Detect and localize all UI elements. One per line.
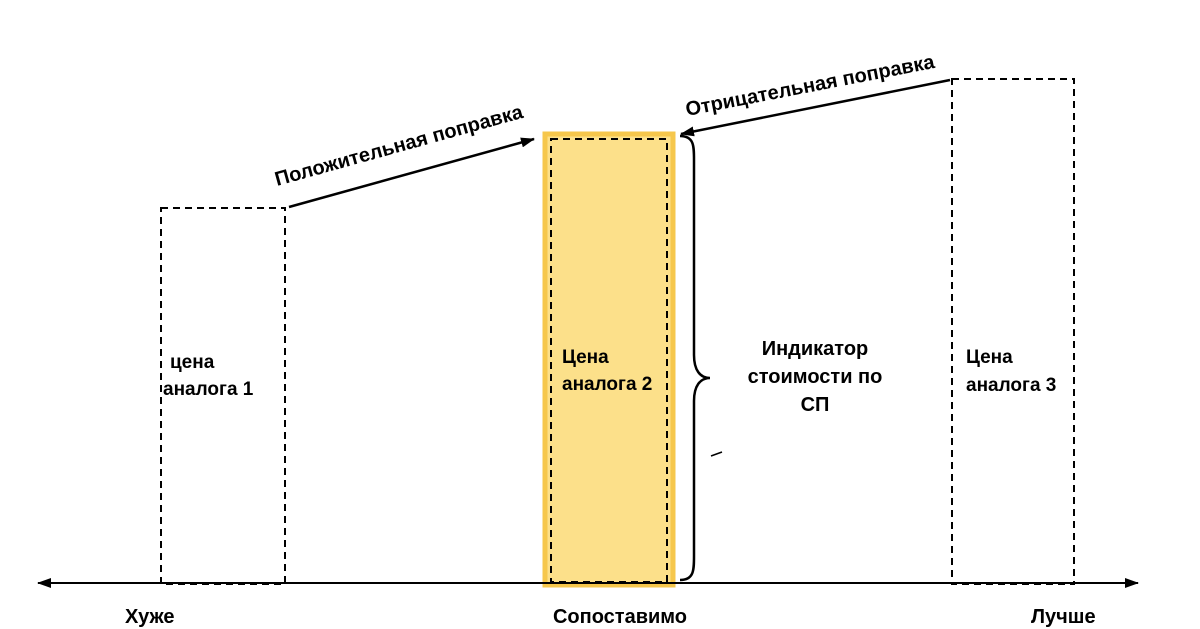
analog-3-label-line1: Цена bbox=[966, 347, 1013, 368]
indicator-label-line2: стоимости по bbox=[748, 366, 883, 388]
axis-label-comparable: Сопоставимо bbox=[553, 606, 687, 628]
axis-label-worse: Хуже bbox=[125, 606, 174, 628]
analog-3-box bbox=[951, 78, 1075, 585]
analog-1-label-line1: цена bbox=[170, 352, 215, 373]
negative-adjustment-arrow bbox=[680, 78, 951, 137]
analog-1-label-line2: аналога 1 bbox=[163, 379, 254, 400]
positive-adjustment-arrow bbox=[288, 137, 535, 209]
indicator-label-line3: СП bbox=[801, 394, 830, 416]
axis-label-better: Лучше bbox=[1031, 606, 1096, 628]
analog-3-label-line2: аналога 3 bbox=[966, 375, 1056, 396]
analog-2-label-line1: Цена bbox=[562, 347, 609, 368]
indicator-label-line1: Индикатор bbox=[762, 338, 869, 360]
stray-mark bbox=[710, 451, 723, 457]
analog-2-highlight bbox=[542, 131, 676, 588]
analog-2-label-line2: аналога 2 bbox=[562, 374, 652, 395]
indicator-brace bbox=[679, 134, 711, 582]
negative-adjustment-label: Отрицательная поправка bbox=[684, 51, 937, 121]
analog-1-box bbox=[160, 207, 286, 585]
